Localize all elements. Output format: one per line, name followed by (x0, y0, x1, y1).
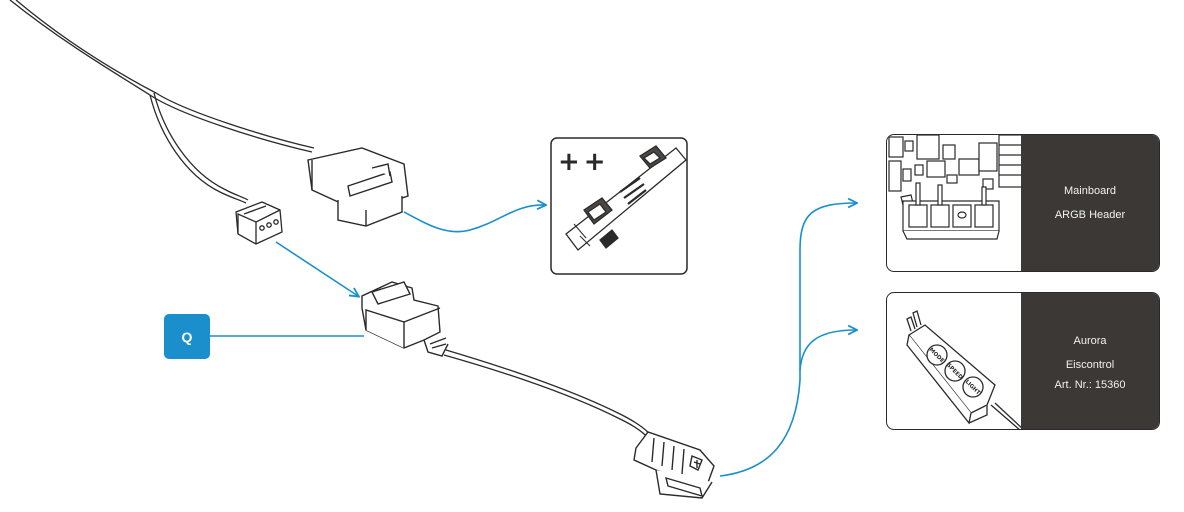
mainboard-illustration (887, 135, 1025, 271)
arrow-to-mainboard (719, 203, 856, 477)
mainboard-card: Mainboard ARGB Header (886, 134, 1160, 272)
mainboard-label-line2: ARGB Header (1054, 209, 1126, 221)
fan-connector (307, 147, 409, 227)
mainboard-label: Mainboard ARGB Header (1021, 135, 1159, 271)
aurora-label-line2: Eiscontrol (1065, 359, 1115, 371)
controller-device-icon: MODE SPEED LIGHT (906, 310, 1024, 429)
connection-arrows (210, 203, 856, 477)
aurora-label: Aurora Eiscontrol Art. Nr.: 15360 (1021, 293, 1159, 429)
q-badge-text: Q (181, 328, 193, 345)
aurora-card: MODE SPEED LIGHT Aurora Eiscontrol Art. … (886, 292, 1160, 430)
aurora-label-line1: Aurora (1073, 335, 1107, 347)
argb-connector (361, 281, 449, 357)
q-badge: Q (164, 314, 210, 359)
mainboard-label-line1: Mainboard (1064, 185, 1116, 197)
rgb-plug-connector (633, 431, 715, 499)
motherboard-pins-icon (888, 135, 1024, 240)
main-cable (9, 0, 315, 204)
lower-cable (443, 349, 655, 443)
arrow-to-aurora (799, 330, 856, 371)
strip-marks-text: ++ (558, 147, 610, 177)
arrow-to-led-strip (403, 205, 545, 233)
led-strip-panel: ++ (550, 137, 688, 275)
aurora-label-line3: Art. Nr.: 15360 (1054, 379, 1126, 391)
controller-illustration: MODE SPEED LIGHT (887, 293, 1025, 429)
small-3pin-plug (235, 201, 283, 245)
arrow-plug-to-connector (275, 241, 358, 296)
led-strip (565, 145, 687, 251)
